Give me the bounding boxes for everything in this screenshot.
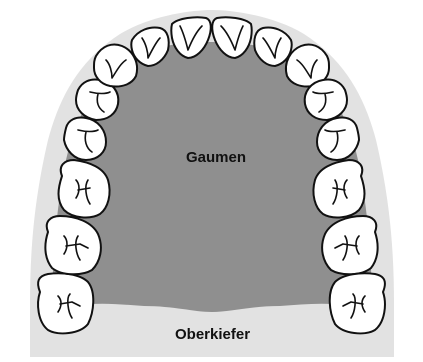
upper-jaw-label: Oberkiefer	[175, 326, 250, 343]
palate-label: Gaumen	[186, 149, 246, 166]
tooth-left-canine	[94, 44, 137, 86]
